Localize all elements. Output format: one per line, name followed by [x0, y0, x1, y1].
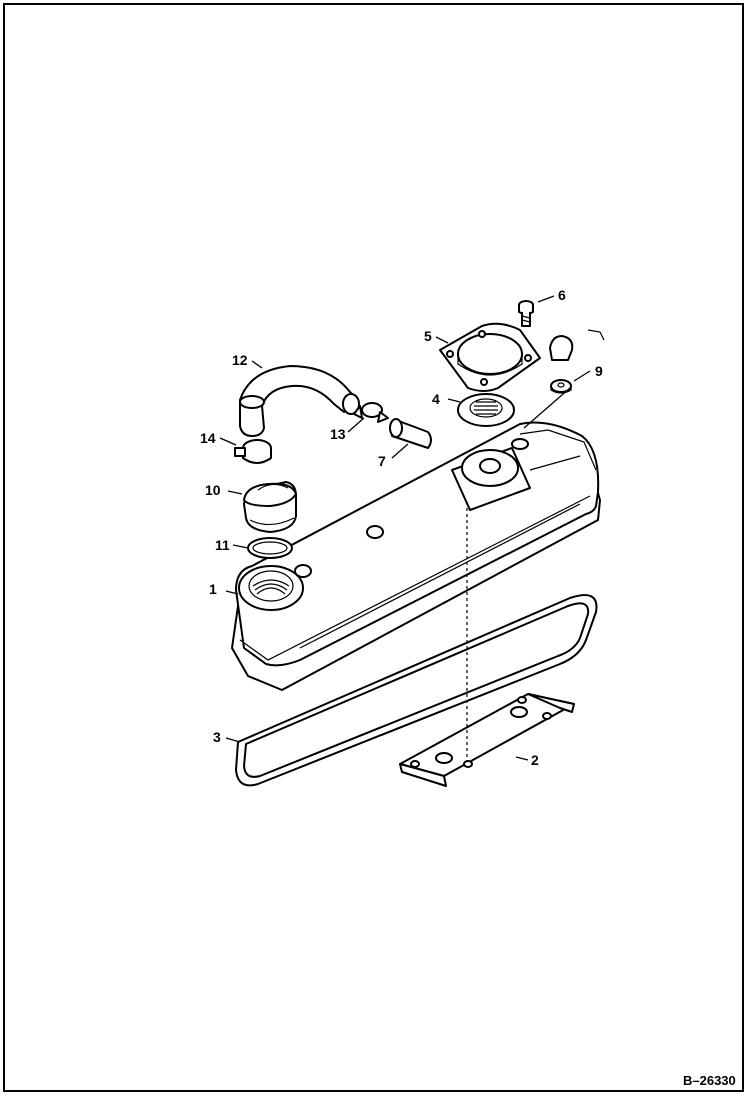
part-11-o-ring	[247, 537, 293, 559]
part-7-tube	[389, 418, 432, 449]
figure-number: B–26330	[683, 1073, 736, 1088]
callout-9: 9	[595, 363, 603, 379]
callout-7: 7	[378, 453, 386, 469]
part-6-screw	[518, 300, 534, 327]
callout-5: 5	[424, 328, 432, 344]
callout-3: 3	[213, 729, 221, 745]
callout-13: 13	[330, 426, 346, 442]
part-3-gasket	[235, 594, 598, 787]
part-5-breather-cover	[439, 322, 541, 392]
callout-4: 4	[432, 391, 440, 407]
part-12-breather-hose	[239, 365, 360, 437]
callout-1: 1	[209, 581, 217, 597]
part-2-bracket	[399, 693, 575, 787]
part-13-clamp	[353, 402, 389, 423]
callout-2: 2	[531, 752, 539, 768]
callout-12: 12	[232, 352, 248, 368]
leader-lines	[219, 295, 591, 761]
part-1-valve-cover	[231, 421, 601, 691]
callout-10: 10	[205, 482, 221, 498]
callout-labels: 1 2 3 4 5 6 7 9 10 11 12 13 14	[200, 287, 603, 768]
part-9-washer	[550, 379, 572, 394]
part-4-diaphragm	[457, 393, 515, 427]
callout-14: 14	[200, 430, 216, 446]
callout-6: 6	[558, 287, 566, 303]
part-cap	[549, 329, 605, 361]
callout-11: 11	[215, 537, 230, 553]
part-14-hose-clamp	[234, 439, 272, 464]
part-10-filler-cap	[243, 481, 297, 533]
